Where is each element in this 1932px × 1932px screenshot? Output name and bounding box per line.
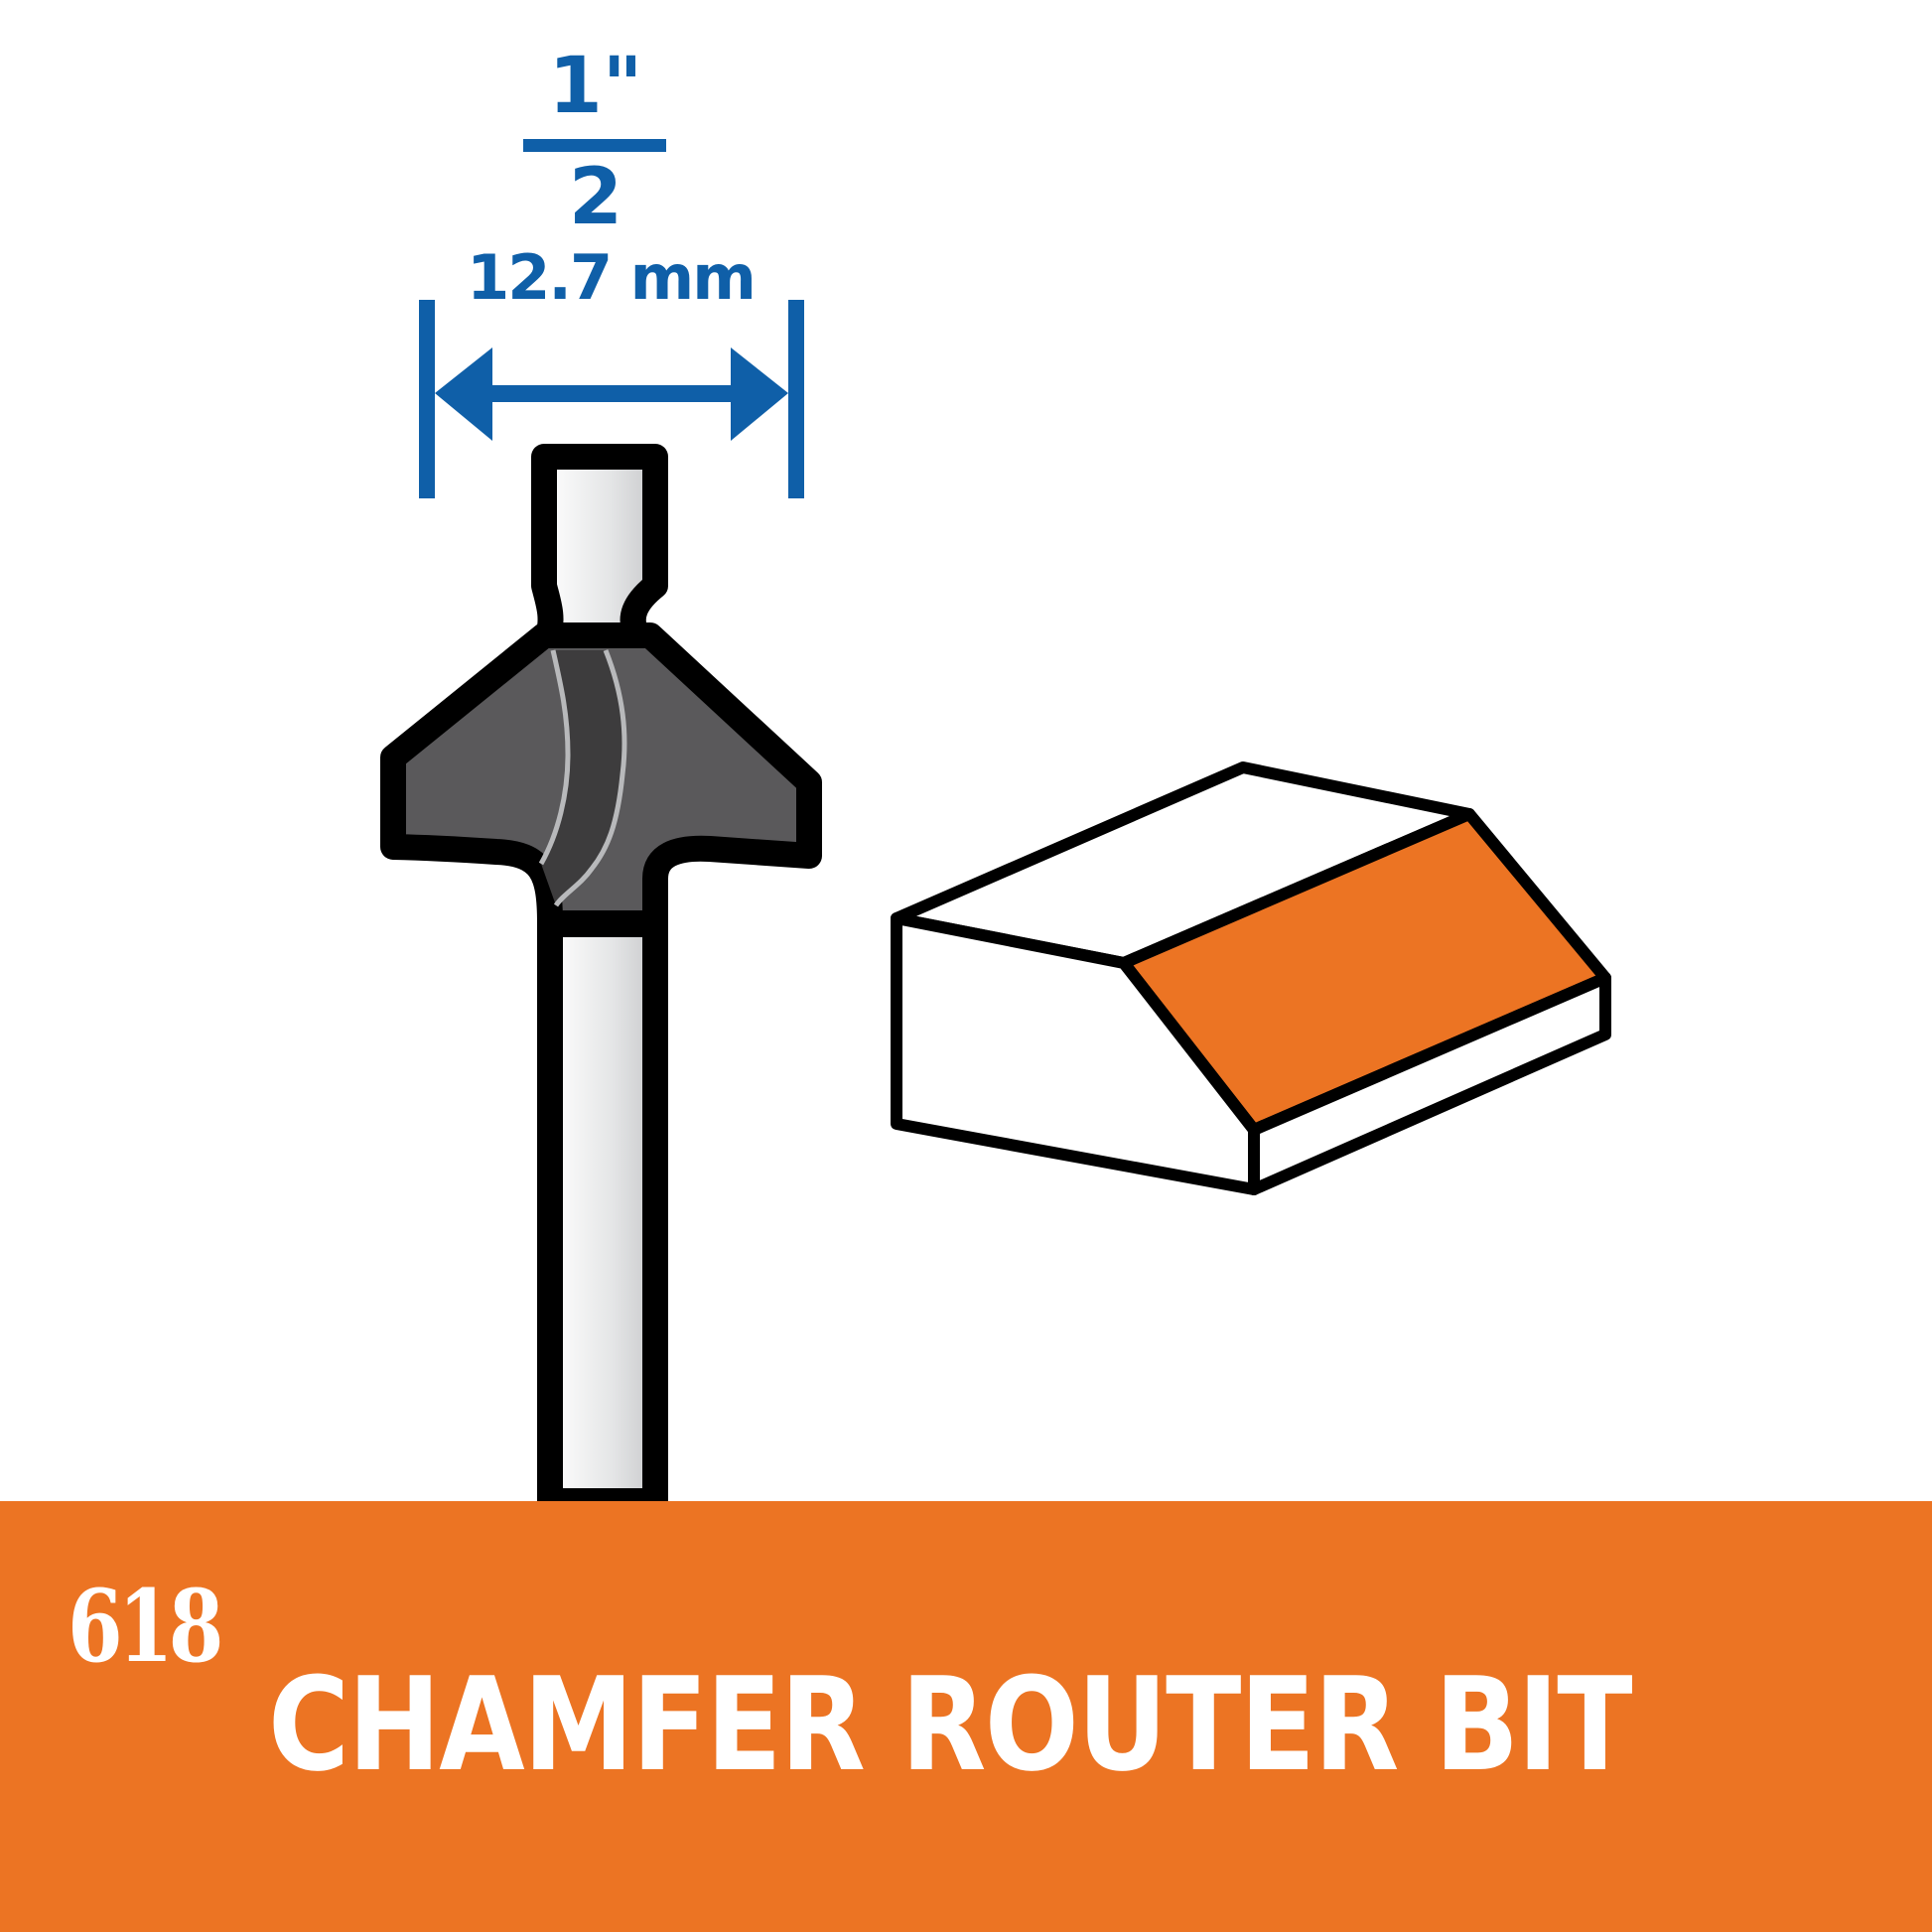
dimension-metric: 12.7 mm bbox=[467, 241, 757, 314]
chamfered-block-icon bbox=[891, 761, 1611, 1195]
footer-banner: 618 CHAMFER ROUTER BIT bbox=[0, 1501, 1932, 1932]
chamfer-router-bit-icon bbox=[380, 444, 822, 1514]
dimension-arrow-icon bbox=[419, 300, 804, 498]
dimension-fraction-numerator: 1" bbox=[548, 42, 643, 131]
dimension-fraction-denominator: 2 bbox=[568, 153, 623, 242]
fraction-bar bbox=[523, 139, 666, 152]
product-name: CHAMFER ROUTER BIT bbox=[268, 1649, 1633, 1800]
part-number: 618 bbox=[68, 1568, 223, 1685]
